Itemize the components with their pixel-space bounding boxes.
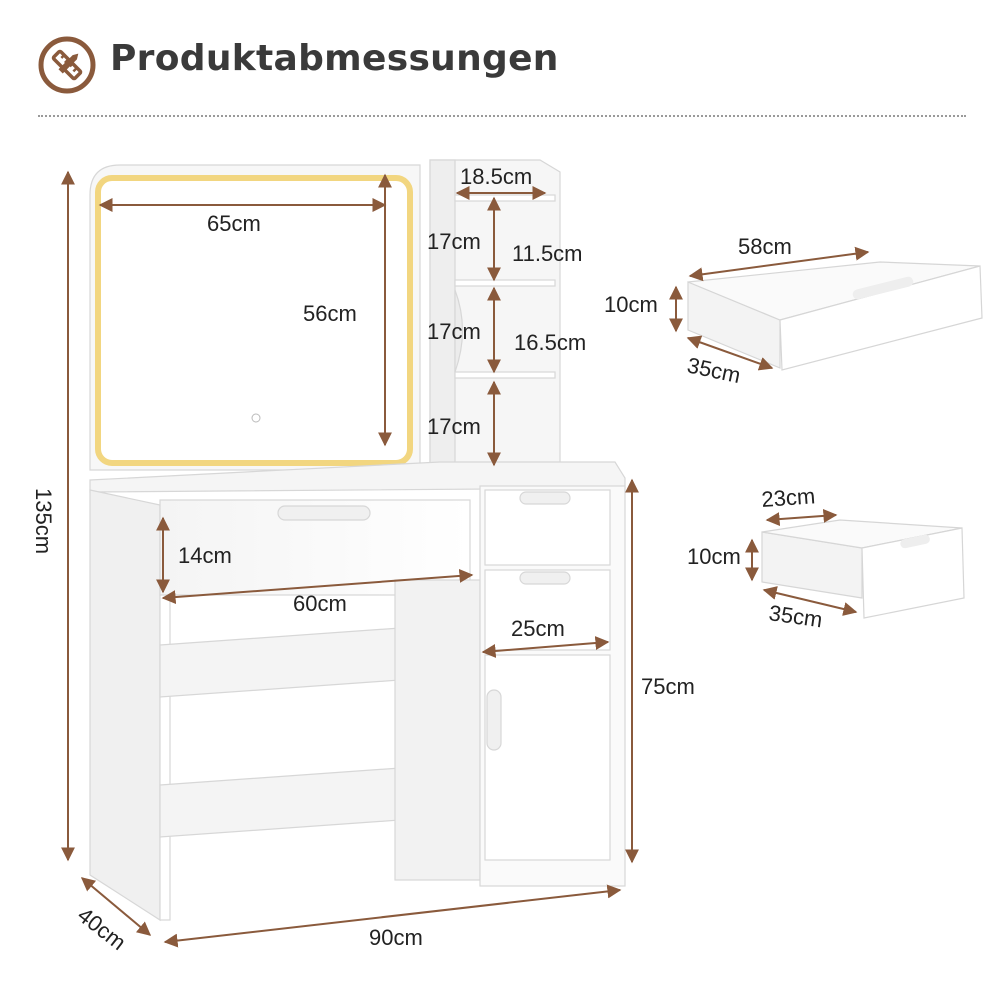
drawer-width-label: 60cm (293, 591, 347, 616)
large-drawer-width-label: 58cm (738, 234, 792, 259)
main-drawer-handle (277, 505, 371, 521)
second-drawer-handle (519, 571, 571, 585)
vanity-table (89, 159, 626, 922)
small-drawer-handle (900, 534, 930, 549)
large-drawer-height-label: 10cm (604, 292, 658, 317)
cabinet-door-handle (486, 689, 502, 751)
led-mirror (95, 175, 413, 466)
inner-panel (394, 579, 481, 881)
drawer-height-label: 14cm (178, 543, 232, 568)
small-drawer-height-label: 10cm (687, 544, 741, 569)
depth-label: 40cm (73, 902, 131, 955)
upper-crossbar (159, 627, 401, 698)
large-drawer: 58cm 10cm 35cm (604, 234, 983, 388)
cabinet-width-label: 25cm (511, 616, 565, 641)
touch-sensor-icon (251, 413, 261, 423)
shelf-width-label: 18.5cm (460, 164, 532, 189)
small-drawer-front (861, 527, 965, 619)
ruler-pencil-icon (38, 36, 96, 94)
total-width-label: 90cm (369, 925, 423, 950)
table-height-label: 75cm (641, 674, 695, 699)
shelf-board-1 (454, 194, 556, 202)
mirror-height-label: 56cm (303, 301, 357, 326)
cabinet-door (484, 654, 611, 861)
small-drawer-width-label: 23cm (761, 483, 816, 512)
dimension-lines (61, 170, 639, 948)
large-drawer-handle (852, 276, 914, 300)
large-drawer-depth-label: 35cm (685, 352, 743, 388)
page-title: Produktabmessungen (110, 38, 559, 79)
shelf-depth-2-label: 16.5cm (514, 330, 586, 355)
total-height-label: 135cm (31, 488, 56, 554)
small-drawer-depth-label: 35cm (767, 600, 824, 632)
shelf-depth-1-label: 11.5cm (512, 241, 583, 266)
header: Produktabmessungen (0, 0, 1000, 120)
shelf-curve (454, 289, 464, 373)
shelf-board-3 (454, 371, 556, 379)
shelf-height-3-label: 17cm (427, 414, 481, 439)
large-drawer-front (779, 265, 983, 371)
lower-crossbar (159, 767, 401, 838)
shelf-height-1-label: 17cm (427, 229, 481, 254)
shelf-height-2-label: 17cm (427, 319, 481, 344)
title-divider (38, 115, 966, 117)
small-drawer-handle (519, 491, 571, 505)
mirror-width-label: 65cm (207, 211, 261, 236)
left-side-panel (89, 489, 161, 922)
shelf-board-2 (454, 279, 556, 287)
small-drawer: 23cm 10cm 35cm (687, 483, 965, 632)
